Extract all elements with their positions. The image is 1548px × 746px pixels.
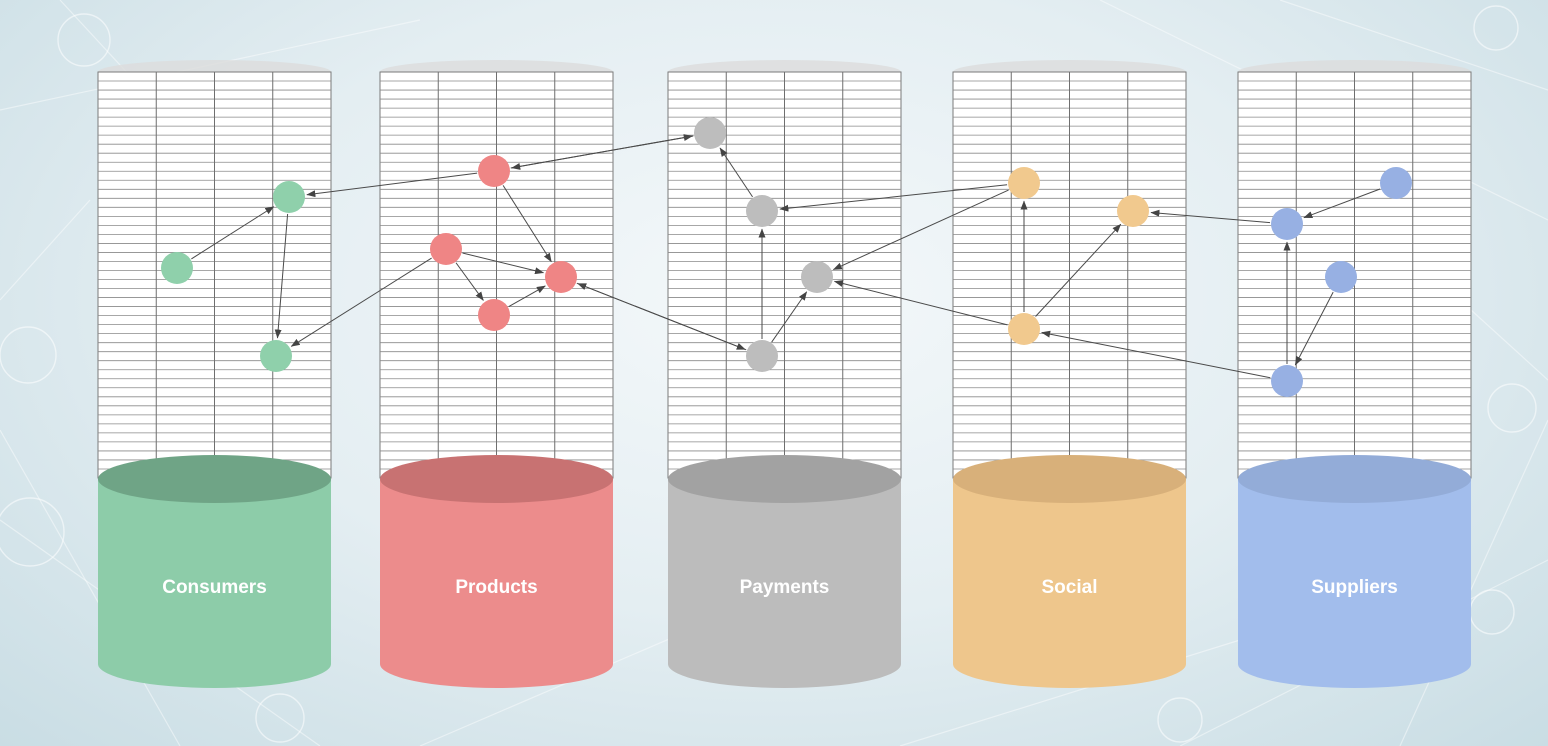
social-label: Social [1042,577,1098,598]
arrow-p2-to-c3 [290,257,432,347]
products-node-p1[interactable] [478,155,510,187]
payments-node-y1[interactable] [694,117,726,149]
arrow-s3-to-s2 [1035,223,1122,317]
social-cylinder: Social [953,455,1186,688]
suppliers-cylinder-body [1238,479,1471,688]
payments-node-y2[interactable] [746,195,778,227]
social-node-s1[interactable] [1008,167,1040,199]
consumers-table-grid [97,60,332,479]
background-circle [1473,5,1519,51]
products-label: Products [455,577,537,598]
payments-cylinder-body [668,479,901,688]
social-cylinder-top [953,455,1186,503]
social-node-s3[interactable] [1008,313,1040,345]
background-line [0,429,181,746]
background-circle [1157,697,1203,743]
suppliers-cylinder-top [1238,455,1471,503]
social-cylinder-body [953,479,1186,688]
background-circle [1487,383,1537,433]
payments-cylinder: Payments [668,455,901,688]
arrow-y1-to-p1 [511,135,694,170]
arrow-u2-to-s2 [1150,209,1271,224]
background-line [1459,299,1548,381]
arrow-c2-to-c1 [191,206,275,260]
arrow-s1-to-y2 [779,184,1008,212]
arrow-c1-to-c3 [274,213,289,339]
arrow-u3-to-u4 [1294,291,1334,366]
products-node-p3[interactable] [545,261,577,293]
database-consumers: Consumers [97,60,332,688]
background-line [0,199,91,301]
background-circle [0,497,65,567]
arrow-p2-to-p3 [462,252,544,275]
arrow-s1-to-y3 [832,189,1009,271]
payments-node-y4[interactable] [746,340,778,372]
products-node-p4[interactable] [478,299,510,331]
database-products: Products [379,60,614,688]
background-line [1399,419,1548,746]
arrow-p2-to-p4 [455,262,484,301]
background-circle [0,326,57,384]
products-node-p2[interactable] [430,233,462,265]
suppliers-node-u3[interactable] [1325,261,1357,293]
background-circle [1469,589,1515,635]
consumers-label: Consumers [162,577,267,598]
products-cylinder-top [380,455,613,503]
suppliers-cylinder: Suppliers [1238,455,1471,688]
suppliers-node-u2[interactable] [1271,208,1303,240]
consumers-cylinder: Consumers [98,455,331,688]
arrow-p3-to-y4 [576,282,746,350]
payments-cylinder-top [668,455,901,503]
background-line [1279,0,1548,91]
arrow-u4-to-s3 [1041,330,1271,379]
background-circle [57,13,111,67]
consumers-node-c2[interactable] [161,252,193,284]
database-social: Social [952,60,1187,688]
arrow-u1-to-u2 [1303,188,1381,219]
social-node-s2[interactable] [1117,195,1149,227]
database-payments: Payments [667,60,902,688]
consumers-cylinder-top [98,455,331,503]
background-circle [255,693,305,743]
consumers-node-c3[interactable] [260,340,292,372]
payments-node-y3[interactable] [801,261,833,293]
social-table-grid [952,60,1187,479]
payments-label: Payments [740,577,830,598]
products-cylinder-body [380,479,613,688]
arrow-p1-to-p3 [502,185,552,263]
products-cylinder: Products [380,455,613,688]
arrow-p1-to-c1 [306,172,478,198]
database-layer: Consumers Products Payments Social Suppliers [97,60,1472,688]
arrow-y2-to-y1 [719,147,753,198]
suppliers-node-u1[interactable] [1380,167,1412,199]
suppliers-node-u4[interactable] [1271,365,1303,397]
arrow-p4-to-p3 [508,285,546,308]
arrow-s3-to-y3 [833,280,1008,326]
record-nodes [161,117,1412,397]
consumers-node-c1[interactable] [273,181,305,213]
arrow-y4-to-y3 [771,291,808,343]
relationship-arrows [191,134,1381,379]
consumers-cylinder-body [98,479,331,688]
suppliers-label: Suppliers [1311,577,1398,598]
